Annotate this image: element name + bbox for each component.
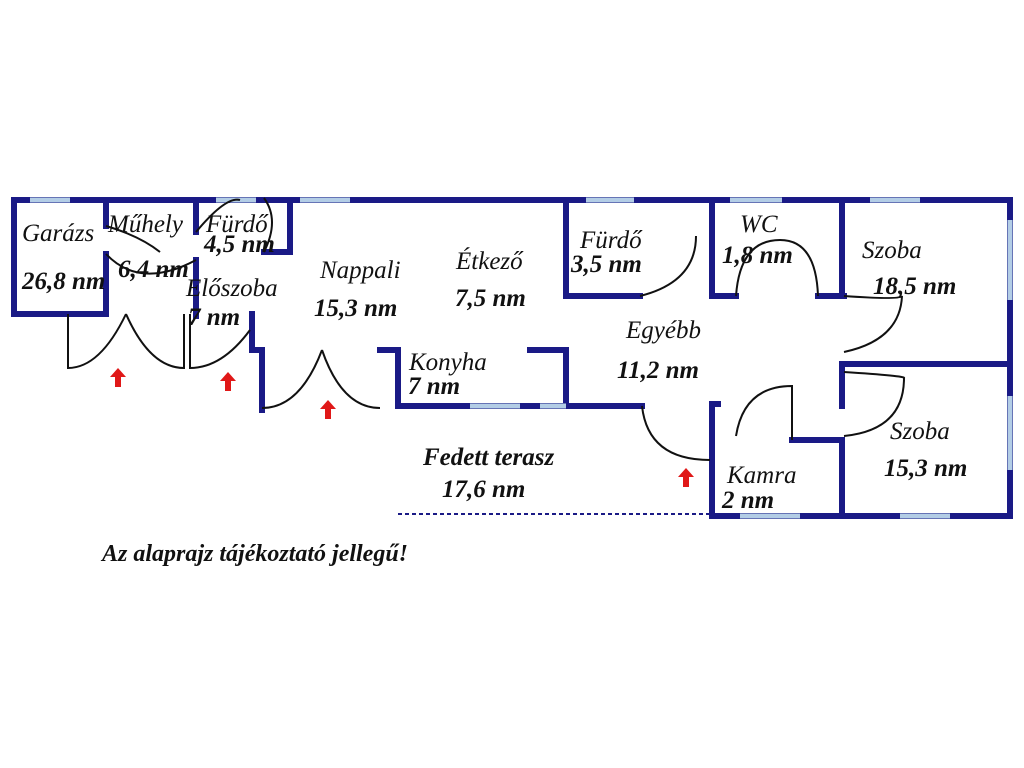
room-area-eloszoba: 7 nm [188, 304, 241, 331]
room-name-garazs: Garázs [22, 220, 95, 247]
door-garage-left [67, 313, 127, 370]
wall-kitchen-east [527, 347, 569, 409]
wall-bath-small [261, 197, 293, 255]
door-room-upper [843, 295, 903, 353]
room-name-etkezo: Étkező [456, 248, 523, 275]
arrow-shape [220, 372, 236, 391]
door-hall [189, 314, 251, 370]
up-arrow-icon [678, 468, 694, 487]
room-area-etkezo: 7,5 nm [455, 285, 526, 312]
room-area-furdo-small: 4,5 nm [204, 231, 275, 258]
room-area-szoba-upper: 18,5 nm [873, 273, 957, 300]
door-garage-right [125, 313, 185, 370]
room-name-szoba-lower: Szoba [890, 418, 950, 445]
room-area-wc: 1,8 nm [722, 242, 793, 269]
door-wc-right [779, 239, 819, 297]
windows [30, 197, 1013, 519]
room-name-szoba-upper: Szoba [862, 237, 922, 264]
room-area-nappali: 15,3 nm [314, 295, 398, 322]
room-area-furdo: 3,5 nm [571, 251, 642, 278]
room-name-egyebb: Egyébb [626, 317, 701, 344]
room-name-nappali: Nappali [320, 257, 401, 284]
room-area-kamra: 2 nm [722, 487, 775, 514]
door-room-lower [843, 371, 906, 437]
door-bath-small-leaf [195, 198, 241, 233]
door-wc-left [735, 239, 781, 297]
room-area-egyebb: 11,2 nm [617, 357, 699, 384]
door-pantry [735, 384, 793, 440]
room-name-fedett-terasz: Fedett terasz [423, 444, 555, 471]
door-living-right [321, 349, 381, 409]
room-area-muhely: 6,4 nm [118, 256, 189, 283]
room-name-eloszoba: Előszoba [186, 275, 278, 302]
arrow-shape [678, 468, 694, 487]
wall-hall-east [249, 311, 265, 353]
room-name-furdo-small: Fürdő [206, 211, 268, 238]
room-name-wc: WC [740, 211, 778, 238]
room-area-garazs: 26,8 nm [22, 268, 106, 295]
up-arrow-icon [320, 400, 336, 419]
room-area-szoba-lower: 15,3 nm [884, 455, 968, 482]
doors [67, 197, 906, 515]
wall-wc-west [709, 197, 739, 299]
arrow-shape [110, 368, 126, 387]
room-name-muhely: Műhely [108, 211, 183, 238]
door-workshop-leaf [105, 225, 161, 253]
up-arrow-icon [220, 372, 236, 391]
room-area-konyha: 7 nm [408, 373, 461, 400]
door-bath-small-arc [263, 197, 273, 253]
door-bath [639, 235, 697, 297]
arrow-shape [320, 400, 336, 419]
disclaimer-note: Az alaprajz tájékoztató jellegű! [102, 541, 409, 567]
room-name-konyha: Konyha [409, 349, 487, 376]
entrance-arrows [110, 368, 694, 487]
door-living-left [261, 349, 323, 409]
wall-bath-west [563, 197, 643, 299]
up-arrow-icon [110, 368, 126, 387]
door-workshop-arc [105, 253, 197, 275]
door-terrace [641, 405, 711, 461]
room-area-fedett-terasz: 17,6 nm [442, 476, 526, 503]
wall-living-east [377, 347, 401, 409]
room-name-furdo: Fürdő [580, 227, 642, 254]
wall-garage-workshop-b [65, 251, 109, 317]
room-name-kamra: Kamra [727, 462, 797, 489]
